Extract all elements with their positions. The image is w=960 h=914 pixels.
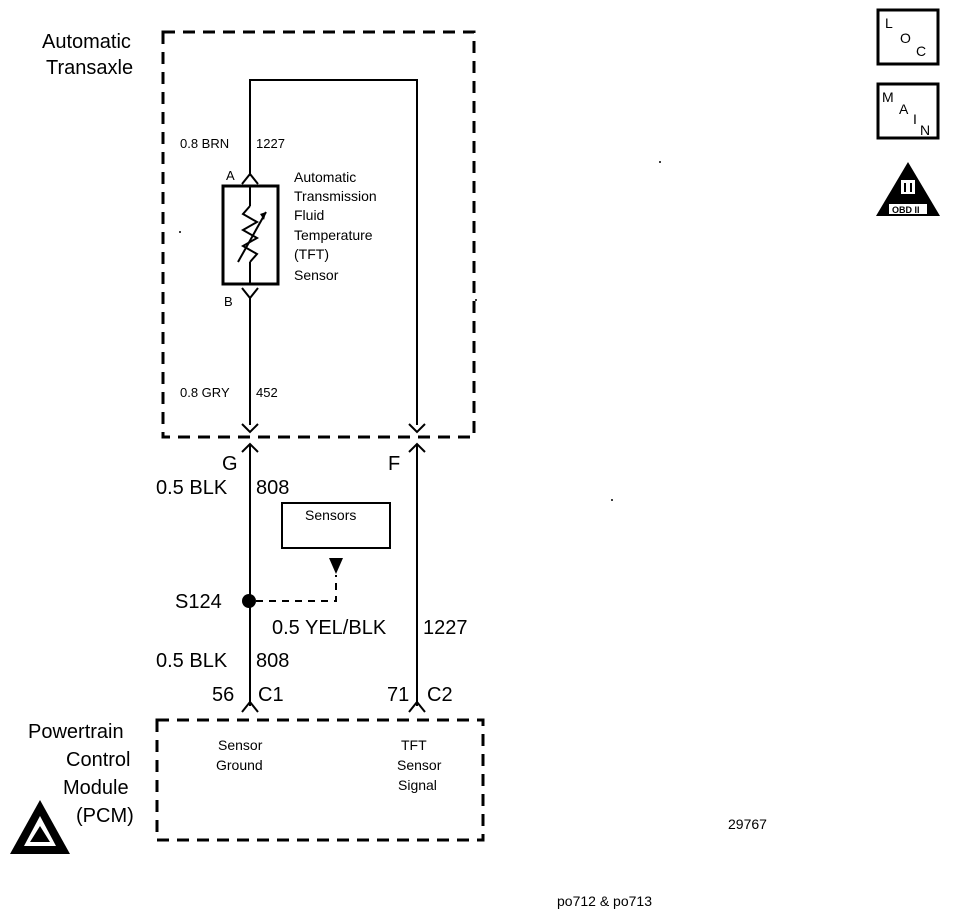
pcm-pin-71-connector [408,700,426,713]
obd-ii-label: OBD II [892,205,920,215]
esd-warning-icon [10,800,70,854]
wire-ground-upper-circuit: 808 [256,477,289,499]
svg-text:I: I [913,111,917,127]
scan-speck [659,161,661,163]
tft-label-line1: Automatic [294,169,356,185]
transaxle-title-line2: Transaxle [46,57,133,79]
svg-text:C: C [916,43,926,59]
pcm-title-line1: Powertrain [28,721,124,743]
wire-bottom-size-color: 0.8 GRY [180,385,230,400]
pcm-pin-56-number: 56 [212,684,234,706]
pin-a-label: A [226,168,235,183]
pcm-pin-c2-label: C2 [427,684,453,706]
tft-label-line4: Temperature [294,227,373,243]
pcm-title-line4: (PCM) [76,805,134,827]
sensors-label: Sensors [305,507,356,523]
pcm-ground-label-line2: Ground [216,757,263,773]
pcm-enclosure [155,718,485,842]
pcm-pin-c1-label: C1 [258,684,284,706]
obd-ii-badge-icon[interactable]: OBD II [876,162,940,216]
tft-label-line2: Transmission [294,188,377,204]
pin-b-label: B [224,294,233,309]
pcm-signal-label-line1: TFT [401,737,427,753]
pcm-pin-56-connector [241,700,259,713]
tft-label-line6: Sensor [294,267,339,283]
figure-number: 29767 [728,816,767,832]
svg-text:L: L [885,15,893,31]
sensors-dashed-link [256,575,337,602]
dtc-codes: po712 & po713 [557,893,652,909]
scan-speck [611,499,613,501]
sensors-box [281,502,391,549]
connector-f-female [408,423,426,434]
splice-label: S124 [175,591,222,613]
pcm-title-line2: Control [66,749,130,771]
transaxle-title-line1: Automatic [42,31,131,53]
pcm-signal-label-line2: Sensor [397,757,442,773]
wire-top-circuit: 1227 [256,136,285,151]
loc-badge-icon[interactable]: L O C [876,8,940,66]
pcm-signal-label-line3: Signal [398,777,437,793]
thermistor-zigzag [240,205,260,263]
connector-g-female [241,423,259,434]
svg-text:N: N [920,122,930,138]
wire-brn-1227 [249,79,418,425]
connector-f-label: F [388,453,400,475]
pcm-title-line3: Module [63,777,129,799]
pin-a-connector [241,172,259,185]
main-badge-icon[interactable]: M A I N [876,82,940,140]
wire-signal-size-color: 0.5 YEL/BLK [272,617,387,639]
pcm-pin-71-number: 71 [387,684,409,706]
wire-bottom-circuit: 452 [256,385,278,400]
scan-speck [179,231,181,233]
pcm-ground-label-line1: Sensor [218,737,263,753]
tft-label-line3: Fluid [294,207,324,223]
wire-ground-upper-size-color: 0.5 BLK [156,477,228,499]
transaxle-enclosure [161,30,476,439]
wire-ground-lower-circuit: 808 [256,650,289,672]
thermistor-variable-arrow [237,211,267,263]
svg-text:A: A [899,101,909,117]
wire-ground-lower-size-color: 0.5 BLK [156,650,228,672]
wire-top-size-color: 0.8 BRN [180,136,229,151]
splice-dot [242,594,256,608]
pin-b-connector [241,287,259,300]
svg-text:M: M [882,89,894,105]
scan-speck [475,299,477,301]
wire-signal-circuit: 1227 [423,617,468,639]
tft-label-line5: (TFT) [294,246,329,262]
thermistor-arrowhead [260,212,266,220]
svg-text:O: O [900,30,911,46]
sensors-arrow [329,558,343,574]
connector-g-label: G [222,453,238,475]
